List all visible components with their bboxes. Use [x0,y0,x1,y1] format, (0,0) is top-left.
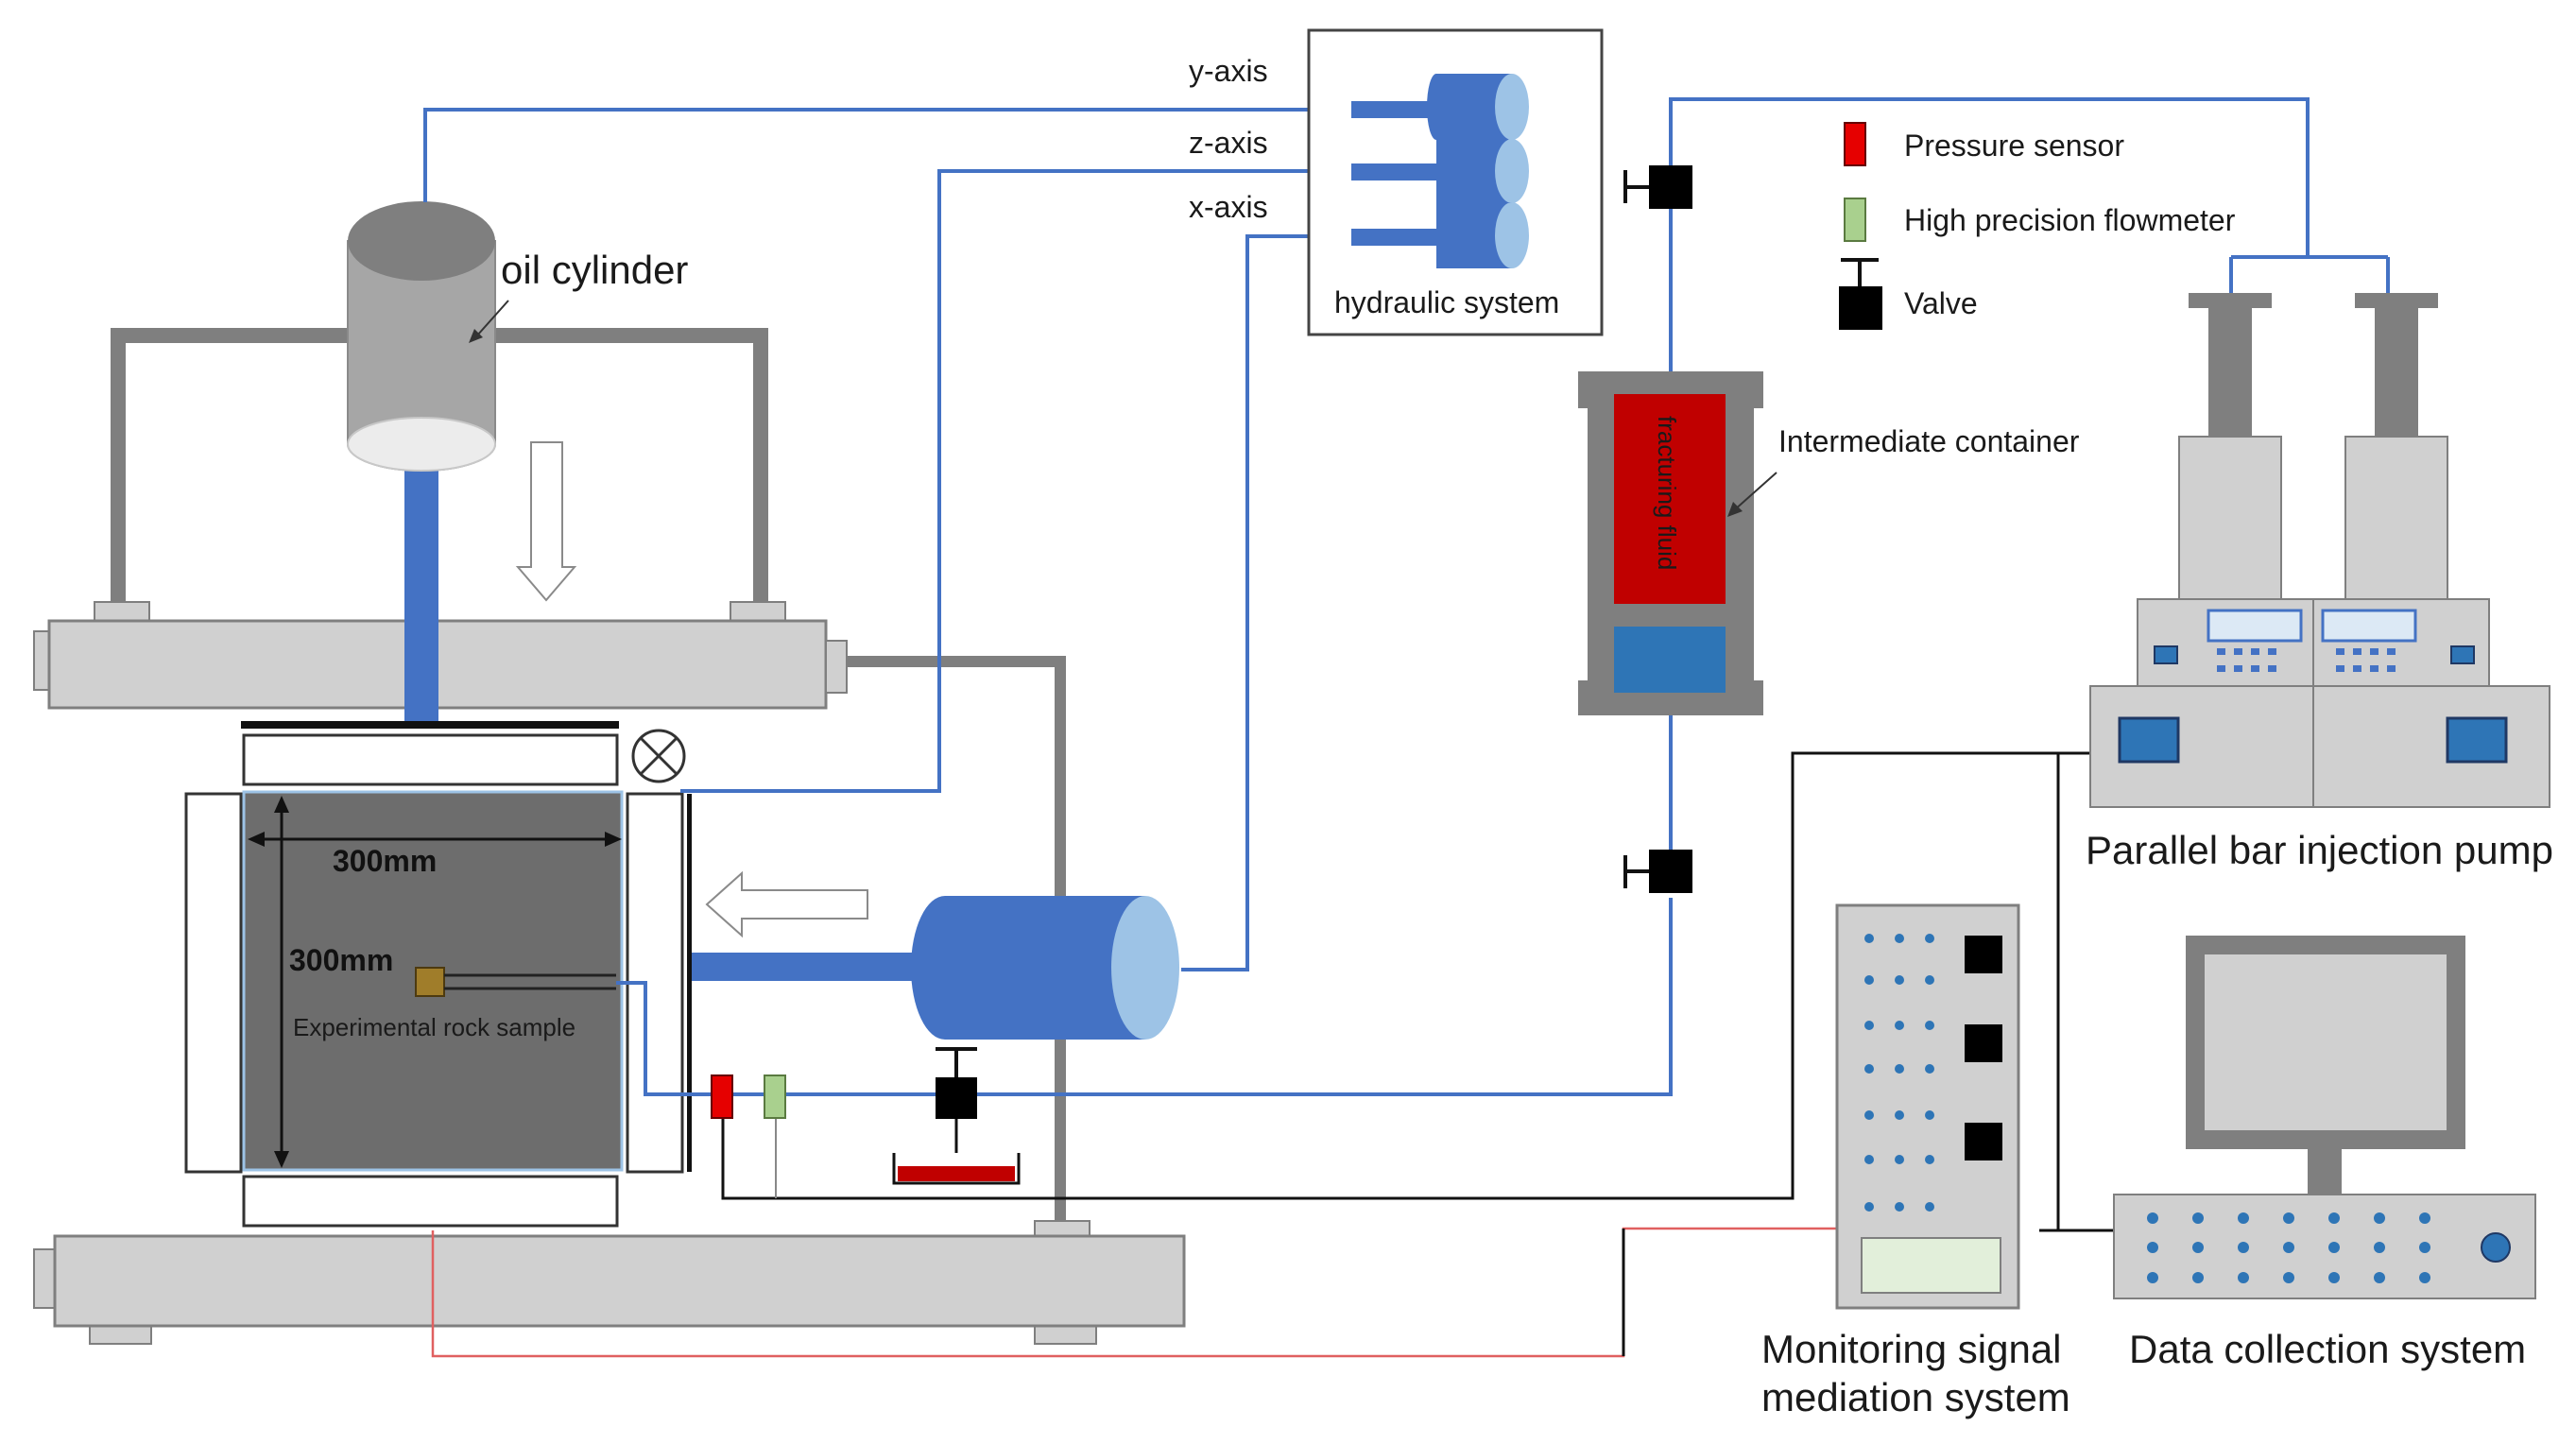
load-direction-down-arrow [515,441,577,602]
legend: Pressure sensor High precision flowmeter… [1839,122,2236,330]
rock-sample-label: Experimental rock sample [293,1013,575,1041]
injection-pump-label: Parallel bar injection pump [2086,828,2553,872]
hydraulic-system-label: hydraulic system [1334,285,1559,319]
legend-valve-label: Valve [1904,286,1978,320]
y-axis-label: y-axis [1189,54,1268,88]
data-collection-computer [2113,936,2536,1299]
monitoring-system-label-line1: Monitoring signal [1761,1327,2062,1371]
legend-pressure-sensor-icon [1844,122,1866,166]
hydraulic-lines [423,97,2390,1096]
fracturing-fluid-label: fracturing fluid [1653,416,1681,570]
intermediate-container-label: Intermediate container [1778,424,2080,458]
wellbore [415,967,445,997]
horizontal-load-arrow [705,870,868,938]
legend-valve-icon [1839,258,1882,330]
rock-assembly [184,721,692,1228]
intermediate-container [1578,371,1763,715]
out-of-plane-marker-icon [631,729,686,783]
width-dimension-label: 300mm [333,844,437,878]
outlet-valve [936,1047,977,1153]
upper-valve [1623,165,1692,209]
pressure-sensor [711,1074,733,1119]
monitoring-system-label-line2: mediation system [1761,1375,2070,1419]
data-collection-label: Data collection system [2129,1327,2526,1371]
legend-flowmeter-icon [1844,198,1866,242]
monitoring-signal-unit [1835,903,2020,1310]
flowmeter [764,1074,786,1119]
legend-pressure-sensor-label: Pressure sensor [1904,129,2124,163]
injection-pump [2089,293,2550,808]
hydraulic-system [1307,28,1604,336]
x-axis-label: x-axis [1189,190,1268,224]
horizontal-cylinder [692,896,1179,1040]
z-axis-label: z-axis [1189,126,1268,160]
base-beam [33,1234,1186,1328]
lower-valve [1623,850,1692,893]
oil-cylinder [347,201,496,723]
legend-flowmeter-label: High precision flowmeter [1904,203,2236,237]
collection-tray [892,1153,1021,1185]
top-beam [33,619,848,710]
height-dimension-label: 300mm [289,943,393,977]
signal-lines [431,751,2114,1358]
oil-cylinder-label: oil cylinder [501,248,688,292]
